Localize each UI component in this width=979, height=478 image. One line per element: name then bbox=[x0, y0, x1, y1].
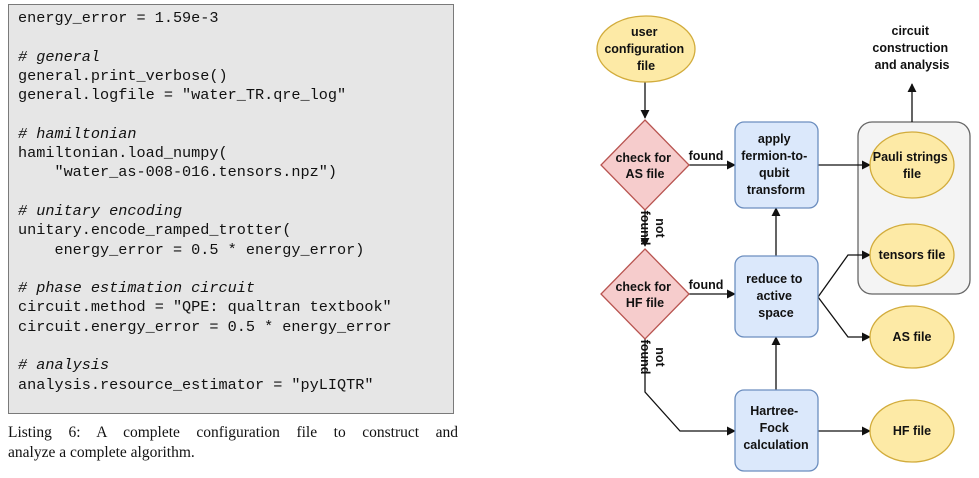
code-comment-line: # hamiltonian bbox=[18, 124, 137, 143]
tensors-file-ellipse bbox=[869, 223, 955, 287]
code-line: "water_as-008-016.tensors.npz") bbox=[18, 163, 337, 182]
circuit-output-label: circuit construction and analysis bbox=[872, 24, 951, 72]
reduce-active-label: reduce to active space bbox=[746, 272, 806, 320]
code-comment-line: # general bbox=[18, 47, 101, 66]
code-line: energy_error = 0.5 * energy_error) bbox=[18, 240, 365, 259]
code-comment-line: # phase estimation circuit bbox=[18, 279, 255, 298]
check-as-diamond bbox=[600, 119, 690, 211]
apply-transform-box bbox=[734, 121, 819, 209]
reduce-active-box bbox=[734, 255, 819, 338]
hartree-fock-box bbox=[734, 389, 819, 472]
svg-text:not: not bbox=[653, 218, 667, 238]
code-line: general.print_verbose() bbox=[18, 66, 228, 85]
edge-reduce-to-as-file bbox=[817, 296, 871, 342]
hf-file-ellipse bbox=[869, 399, 955, 463]
not-found-label-hf: not found bbox=[638, 340, 667, 375]
as-file-label: AS file bbox=[893, 330, 932, 344]
tensors-file-label: tensors file bbox=[879, 248, 946, 262]
code-line: circuit.energy_error = 0.5 * energy_erro… bbox=[18, 317, 392, 336]
code-comment-line: # unitary encoding bbox=[18, 201, 183, 220]
check-hf-label: check for HF file bbox=[615, 280, 674, 310]
code-comment-line: # analysis bbox=[18, 356, 110, 375]
user-config-ellipse bbox=[596, 15, 696, 83]
as-file-ellipse bbox=[869, 305, 955, 369]
hf-file-label: HF file bbox=[893, 424, 931, 438]
found-label-hf: found bbox=[689, 278, 724, 292]
check-as-label: check for AS file bbox=[615, 151, 674, 181]
code-line: analysis.resource_estimator = "pyLIQTR" bbox=[18, 375, 374, 394]
svg-text:not: not bbox=[653, 347, 667, 367]
caption-line-2: analyze a complete algorithm. bbox=[8, 444, 195, 461]
pauli-file-label: Pauli strings file bbox=[873, 150, 952, 181]
hartree-fock-label: Hartree- Fock calculation bbox=[743, 404, 808, 452]
flow-connectors bbox=[640, 82, 917, 436]
check-hf-diamond bbox=[600, 248, 690, 340]
code-line: unitary.encode_ramped_trotter( bbox=[18, 221, 292, 240]
edge-check-hf-to-hartree bbox=[644, 337, 736, 436]
not-found-label-as: not found bbox=[638, 211, 667, 246]
code-line: hamiltonian.load_numpy( bbox=[18, 144, 228, 163]
svg-text:found: found bbox=[638, 340, 652, 375]
svg-text:found: found bbox=[638, 211, 652, 246]
caption-line-1: Listing 6: A complete configuration file… bbox=[8, 424, 458, 441]
code-line: circuit.method = "QPE: qualtran textbook… bbox=[18, 298, 392, 317]
code-line: general.logfile = "water_TR.qre_log" bbox=[18, 86, 347, 105]
apply-transform-label: apply fermion-to- qubit transform bbox=[741, 132, 810, 197]
edge-reduce-to-tensors bbox=[817, 250, 871, 298]
code-line: energy_error = 1.59e-3 bbox=[18, 9, 219, 27]
listing-caption: Listing 6: A complete configuration file… bbox=[8, 423, 458, 463]
pauli-file-ellipse bbox=[869, 131, 955, 199]
found-label-as: found bbox=[689, 149, 724, 163]
user-config-label: user configuration file bbox=[604, 25, 687, 73]
